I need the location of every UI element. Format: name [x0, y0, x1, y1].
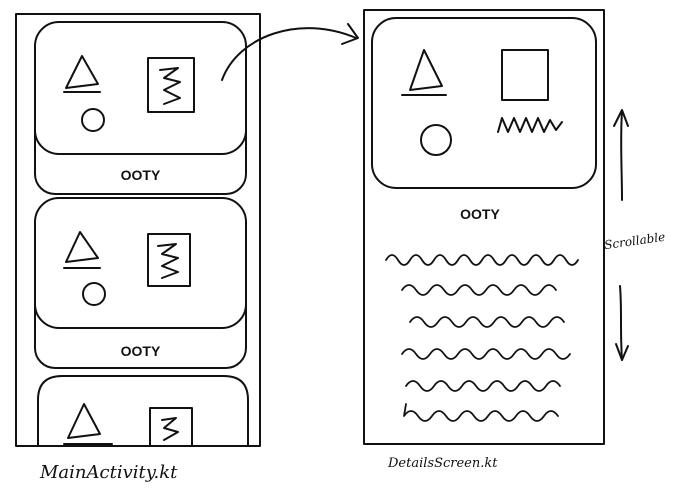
details-screen-frame: [363, 9, 605, 445]
card-2-document-icon: [147, 233, 191, 287]
card-1-triangle-icon: [63, 55, 101, 93]
main-screen-caption: MainActivity.kt: [40, 462, 178, 483]
description-line: [385, 254, 579, 266]
card-3-document-icon: [149, 407, 193, 447]
details-circle-icon: [420, 124, 452, 156]
details-scribble-icon: [497, 117, 563, 133]
details-screen-caption: DetailsScreen.kt: [388, 456, 498, 471]
card-3-triangle-icon: [63, 403, 113, 445]
card-2-triangle-icon: [63, 231, 101, 269]
scroll-down-arrow: [615, 285, 629, 361]
card-2-image-area: [34, 197, 247, 329]
card-2-circle-icon: [82, 282, 106, 306]
description-line: [403, 403, 559, 422]
destination-card-1[interactable]: [34, 21, 247, 195]
card-3-image-area: [37, 375, 249, 447]
card-2-title: OOTY: [120, 343, 161, 359]
destination-card-3[interactable]: [37, 375, 249, 447]
details-triangle-icon: [401, 49, 447, 96]
destination-card-2[interactable]: [34, 197, 247, 369]
scroll-up-arrow: [613, 109, 629, 201]
navigation-arrow: [221, 23, 359, 81]
card-1-image-area: [34, 21, 247, 155]
description-line: [409, 316, 565, 328]
card-1-title: OOTY: [120, 167, 161, 183]
details-image-icon: [501, 49, 549, 101]
description-line: [405, 380, 561, 392]
card-1-document-icon: [147, 57, 195, 113]
details-description-lines: [385, 254, 579, 422]
details-hero-box: [371, 17, 597, 189]
main-screen-frame: [15, 13, 261, 447]
description-line: [401, 348, 571, 360]
card-1-circle-icon: [81, 108, 105, 132]
description-line: [401, 284, 557, 296]
details-hero-card: [371, 17, 597, 189]
details-title: OOTY: [460, 206, 500, 222]
